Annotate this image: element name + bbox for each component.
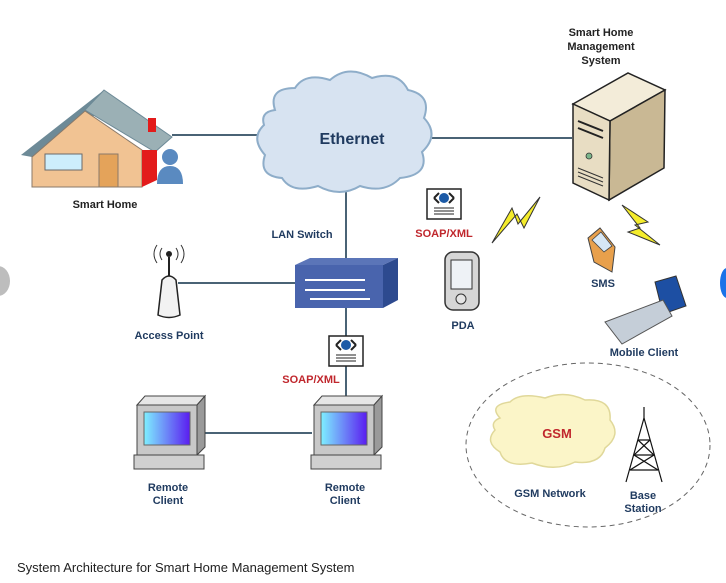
- base-station-label-line1: Base: [630, 490, 656, 502]
- mobile-phone-icon: [604, 275, 687, 345]
- gsm-network-boundary: [465, 362, 711, 528]
- remote-client-2-label-line1: Remote: [325, 482, 365, 494]
- smart-home-label: Smart Home: [73, 199, 138, 211]
- pda-label: PDA: [451, 320, 474, 332]
- remote-client-1-label-line1: Remote: [148, 482, 188, 494]
- base-station-tower-icon: [625, 407, 663, 483]
- remote-client-computer-icon: [310, 394, 384, 470]
- wireless-bolt-icon: [621, 204, 661, 246]
- architecture-diagram: Smart Home Ethernet Smart Home Managemen…: [21, 27, 711, 528]
- management-system-label-line3: System: [581, 55, 620, 67]
- management-system-label-line1: Smart Home: [569, 27, 634, 39]
- next-image-button[interactable]: [720, 268, 726, 298]
- access-point-label: Access Point: [134, 330, 203, 342]
- gsm-cloud-icon: [489, 393, 616, 468]
- gsm-network-label: GSM Network: [514, 488, 586, 500]
- previous-image-button[interactable]: [0, 266, 10, 296]
- remote-client-computer-icon: [133, 394, 207, 470]
- wireless-bolt-icon: [491, 196, 541, 244]
- gsm-label: GSM: [542, 426, 572, 441]
- remote-client-2-label-line2: Client: [330, 495, 361, 507]
- sms-envelope-icon: [587, 227, 616, 273]
- base-station-label-line2: Station: [624, 503, 662, 515]
- mobile-client-label: Mobile Client: [610, 347, 679, 359]
- soap-document-icon: [328, 335, 364, 367]
- ethernet-cloud-icon: [256, 70, 433, 193]
- ethernet-label: Ethernet: [320, 131, 386, 148]
- smart-home-icon: [21, 89, 183, 188]
- lan-switch-icon: [295, 258, 398, 308]
- lan-switch-label: LAN Switch: [271, 229, 332, 241]
- access-point-icon: [153, 244, 185, 319]
- remote-client-1-label-line2: Client: [153, 495, 184, 507]
- soap-xml-label-top: SOAP/XML: [415, 228, 473, 240]
- server-icon: Smart Home Management System: [567, 27, 667, 202]
- management-system-label-line2: Management: [567, 41, 635, 53]
- pda-icon: [444, 251, 480, 311]
- sms-label: SMS: [591, 278, 615, 290]
- soap-document-icon: [426, 188, 462, 220]
- figure-caption: System Architecture for Smart Home Manag…: [17, 560, 355, 575]
- soap-xml-label-mid: SOAP/XML: [282, 374, 340, 386]
